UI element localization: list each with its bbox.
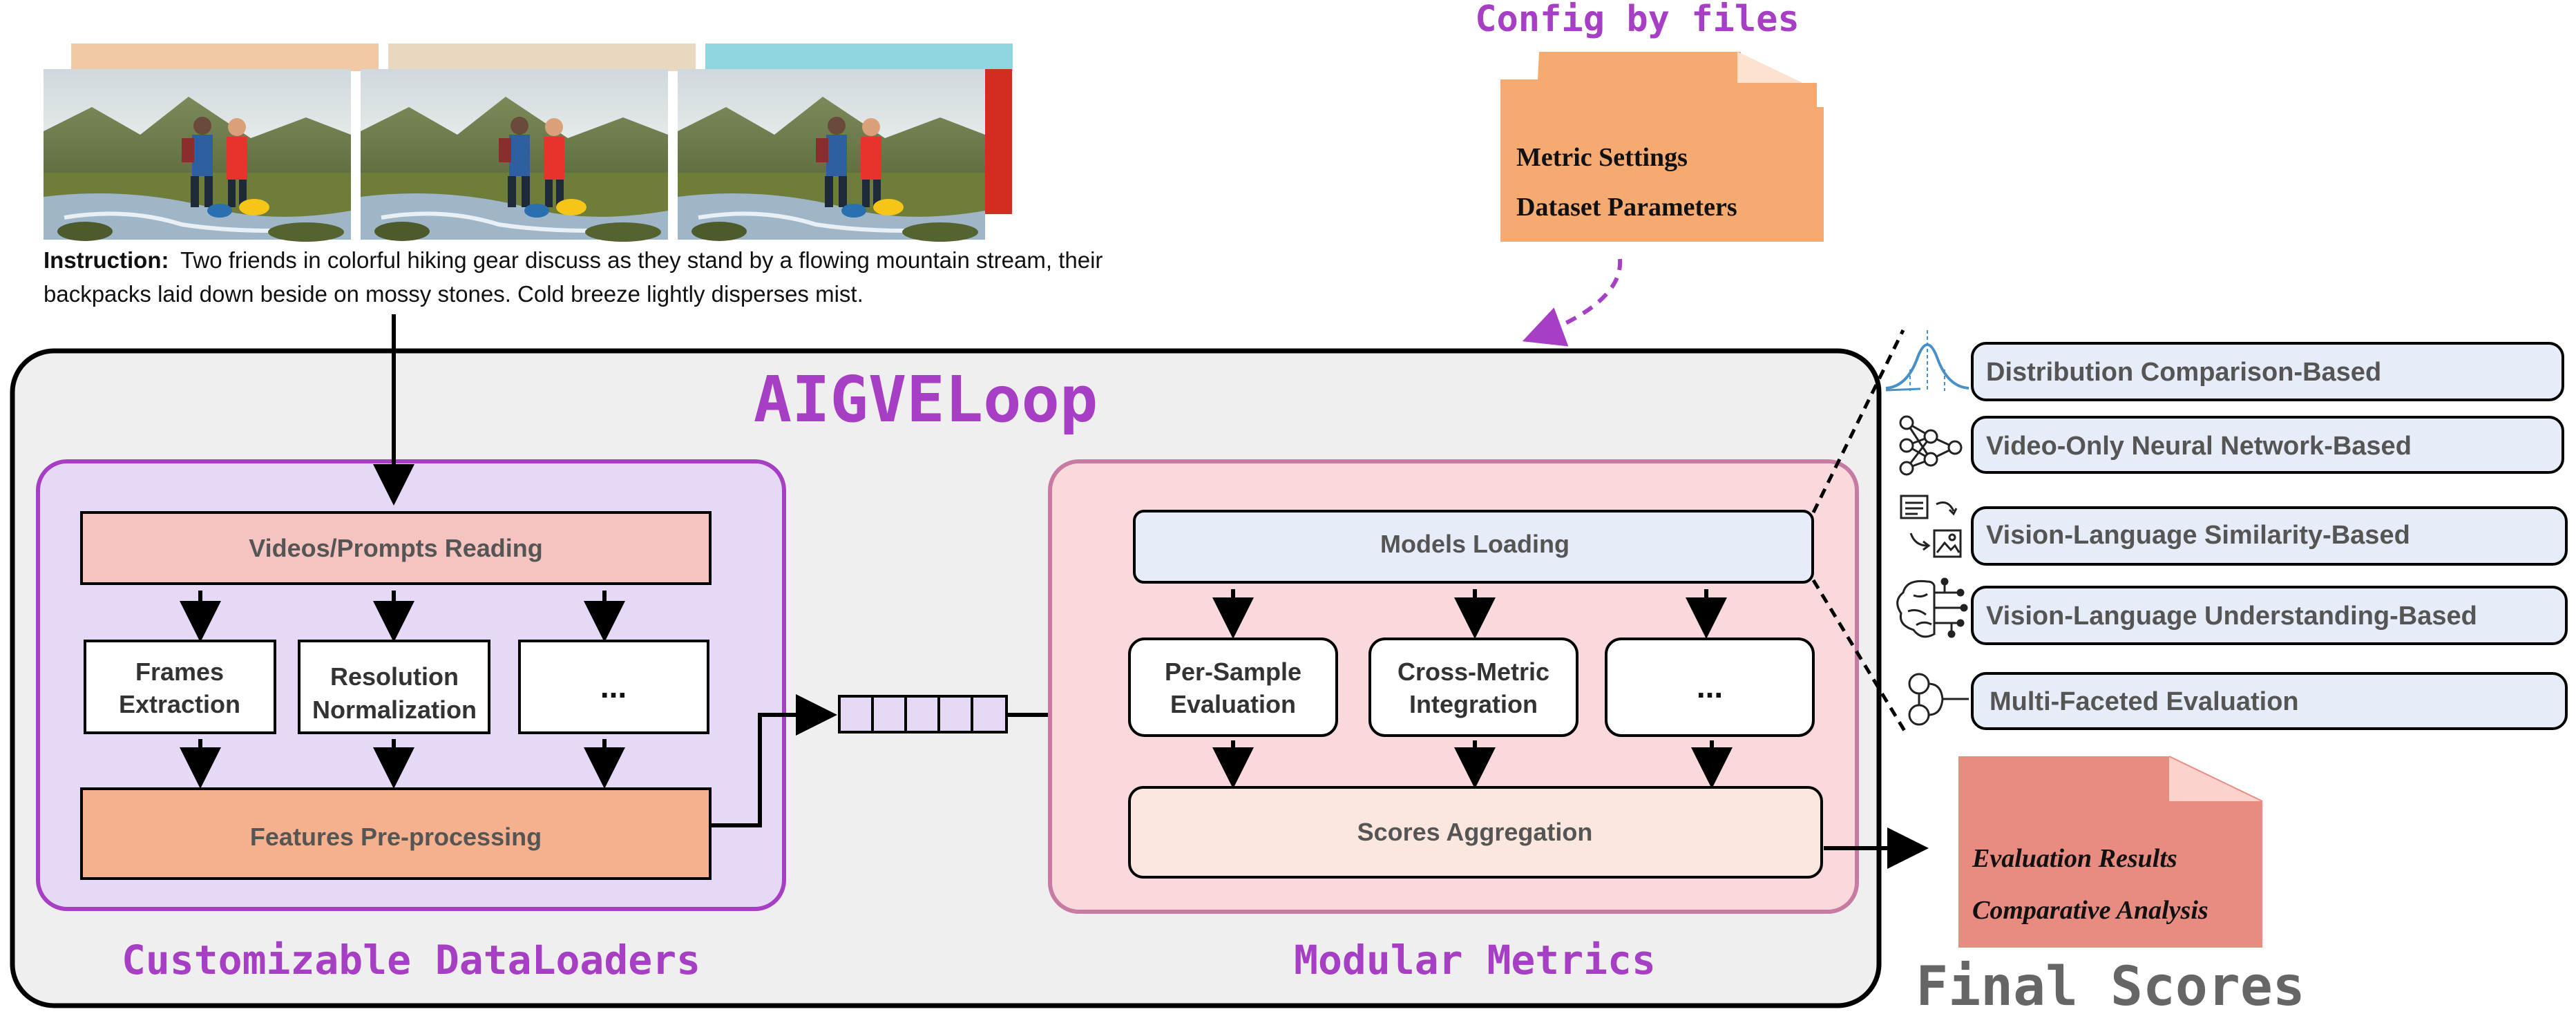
zoom-line-bottom: [1811, 579, 1907, 732]
video-frame-2: [361, 69, 668, 242]
category-multi-faceted: [1971, 672, 2568, 730]
category-vl-understanding: [1971, 586, 2568, 645]
config-title: Config by files: [1475, 0, 1800, 40]
category-label-multi-faceted: Multi-Faceted Evaluation: [1990, 687, 2299, 716]
video-frame-3: [678, 69, 985, 242]
resolution-normalization-line-2: Normalization: [312, 696, 477, 724]
scores-aggregation-box: [1128, 786, 1823, 879]
frames-extraction-box: [84, 640, 276, 734]
config-metric-settings: Metric Settings: [1516, 143, 1688, 172]
cross-metric-line-2: Integration: [1409, 690, 1538, 718]
frames-extraction-line-1: Frames: [135, 658, 224, 686]
per-sample-line-1: Per-Sample: [1165, 658, 1301, 686]
video-frame-1: [44, 69, 351, 242]
resolution-normalization-box: [298, 640, 490, 734]
category-label-vl-similarity: Vision-Language Similarity-Based: [1986, 521, 2410, 550]
metrics-caption: Modular Metrics: [1294, 937, 1656, 984]
videos-prompts-reading-label: Videos/Prompts Reading: [249, 534, 542, 562]
aigveloop-title: AIGVELoop: [754, 363, 1098, 437]
category-icon-neural-network: [1899, 415, 1963, 476]
models-loading-label: Models Loading: [1380, 530, 1570, 558]
zoom-line-top: [1811, 329, 1905, 514]
instruction-line-1: Instruction: Two friends in colorful hik…: [44, 247, 1103, 273]
data-queue: [838, 695, 1008, 734]
final-scores-caption: Final Scores: [1916, 956, 2305, 1016]
cross-metric-integration-box: [1368, 638, 1578, 737]
category-label-video-only: Video-Only Neural Network-Based: [1986, 432, 2412, 461]
category-label-distribution: Distribution Comparison-Based: [1986, 358, 2381, 387]
category-icon-brain-circuit: [1896, 577, 1968, 638]
results-comparative-line: Comparative Analysis: [1972, 896, 2208, 925]
resolution-normalization-line-1: Resolution: [330, 662, 459, 691]
category-icon-text-image-swap: [1900, 495, 1962, 558]
category-vl-similarity: [1971, 506, 2568, 566]
arrow-features-queue: [712, 694, 837, 827]
category-distribution-comparison: [1971, 342, 2564, 401]
models-loading-box: [1133, 510, 1814, 584]
instruction-line-2: backpacks laid down beside on mossy ston…: [44, 281, 864, 307]
video-frames: [44, 44, 1013, 242]
config-file-icon: [1500, 52, 1824, 242]
results-evaluation-line: Evaluation Results: [1972, 844, 2177, 873]
category-label-vl-understanding: Vision-Language Understanding-Based: [1986, 602, 2477, 631]
per-sample-line-2: Evaluation: [1170, 690, 1296, 718]
cross-metric-line-1: Cross-Metric: [1397, 658, 1549, 686]
results-document-icon: [1958, 756, 2263, 948]
config-dataset-parameters: Dataset Parameters: [1516, 193, 1737, 222]
metrics-more-label: ...: [1697, 669, 1723, 705]
category-icon-bell-curve: [1885, 330, 1969, 392]
frames-extraction-line-2: Extraction: [119, 690, 240, 718]
metrics-more-box: [1605, 638, 1815, 737]
features-preprocessing-box: [80, 787, 712, 880]
dataloader-more-box: [518, 640, 709, 734]
category-icon-branching: [1908, 673, 1969, 726]
scores-aggregation-label: Scores Aggregation: [1357, 818, 1593, 846]
config-arrow: [1522, 258, 1623, 347]
videos-prompts-reading-box: [80, 511, 712, 585]
per-sample-evaluation-box: [1128, 638, 1338, 737]
dataloader-more-label: ...: [600, 669, 627, 705]
category-video-only-nn: [1971, 416, 2564, 474]
dataloaders-caption: Customizable DataLoaders: [122, 937, 700, 984]
features-preprocessing-label: Features Pre-processing: [250, 823, 542, 851]
